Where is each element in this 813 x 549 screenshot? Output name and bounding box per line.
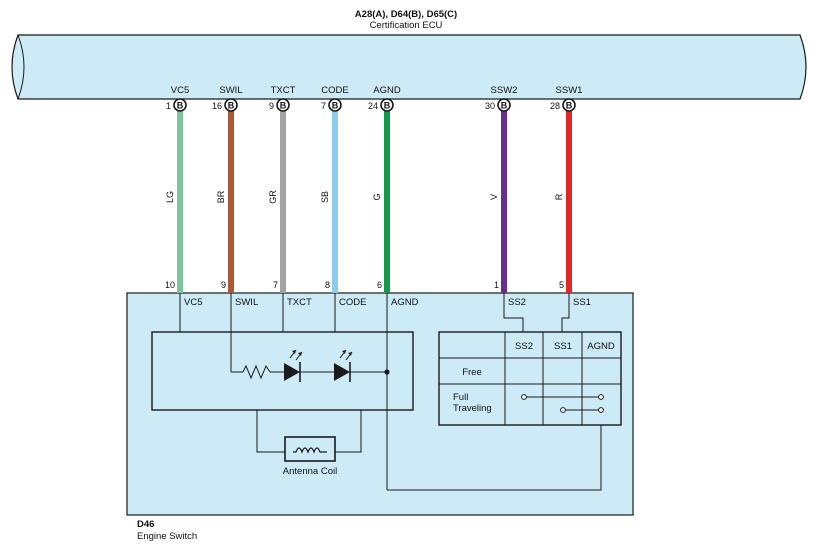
connector-letter-ssw1: B <box>566 101 573 111</box>
wire-code-txct: GR <box>268 190 278 204</box>
connector-letter-ssw2: B <box>501 101 508 111</box>
ecu-pin-code: 7 <box>321 101 326 111</box>
switch-terminal-swil: SWIL <box>235 297 258 308</box>
switch-connector-code: D46 <box>137 519 154 530</box>
connector-letter-agnd: B <box>384 101 391 111</box>
connector-marker-swil <box>224 98 238 112</box>
connector-letter-vc5: B <box>177 101 184 111</box>
ecu-terminal-agnd: AGND <box>373 85 401 96</box>
switch-pin-txct: 7 <box>273 280 278 290</box>
ecu-pin-txct: 9 <box>269 101 274 111</box>
connector-marker-agnd <box>380 98 394 112</box>
ecu-pin-ssw2: 30 <box>485 101 495 111</box>
ecu-terminal-code: CODE <box>321 85 348 96</box>
antenna-coil-label: Antenna Coil <box>283 466 337 477</box>
junction-dot <box>384 369 390 375</box>
ecu-body <box>11 34 807 100</box>
switch-contacts <box>521 394 604 413</box>
wire-code-agnd: G <box>372 193 382 200</box>
table-header-agnd: AGND <box>587 341 615 352</box>
switch-terminal-vc5: VC5 <box>184 297 202 308</box>
switch-pin-code: 8 <box>325 280 330 290</box>
wire-code-vc5: LG <box>165 191 175 203</box>
switch-terminal-ss2: SS2 <box>508 297 526 308</box>
switch-terminal-txct: TXCT <box>287 297 312 308</box>
antenna-coil-icon <box>293 447 327 454</box>
wire-code-ssw2: V <box>489 194 499 200</box>
connector-letter-swil: B <box>228 101 235 111</box>
ecu-body-curve-left <box>17 34 25 100</box>
ecu-pin-agnd: 24 <box>368 101 378 111</box>
ecu-terminal-vc5: VC5 <box>171 85 189 96</box>
ecu-terminal-swil: SWIL <box>219 85 242 96</box>
led-2 <box>334 349 353 382</box>
table-row-free: Free <box>462 367 482 378</box>
table-header-ss2: SS2 <box>515 341 533 352</box>
resistor <box>242 364 271 380</box>
ecu-connector-title: A28(A), D64(B), D65(C) <box>355 9 457 20</box>
switch-pin-ss1: 5 <box>559 280 564 290</box>
ecu-terminal-txct: TXCT <box>271 85 296 96</box>
switch-pin-ss2: 1 <box>494 280 499 290</box>
table-row-full-traveling: Full Traveling <box>453 392 492 414</box>
switch-terminal-ss1: SS1 <box>573 297 591 308</box>
connector-marker-ssw1 <box>562 98 576 112</box>
connector-letter-code: B <box>332 101 339 111</box>
connector-marker-code <box>328 98 342 112</box>
switch-pin-agnd: 6 <box>377 280 382 290</box>
switch-terminal-code: CODE <box>339 297 366 308</box>
switch-pin-vc5: 10 <box>165 280 175 290</box>
ecu-pin-ssw1: 28 <box>550 101 560 111</box>
switch-table <box>438 293 622 426</box>
wire-code-code: SB <box>320 191 330 203</box>
led-circuit-block <box>151 331 414 411</box>
connector-marker-vc5 <box>173 98 187 112</box>
ecu-terminal-ssw2: SSW2 <box>491 85 518 96</box>
connector-letter-txct: B <box>280 101 287 111</box>
ecu-terminal-ssw1: SSW1 <box>556 85 583 96</box>
ecu-pin-swil: 16 <box>212 101 222 111</box>
internal-leads <box>179 293 602 491</box>
wire-code-swil: BR <box>216 190 226 203</box>
led-1 <box>284 349 303 382</box>
switch-name: Engine Switch <box>137 531 197 542</box>
ecu-pin-vc5: 1 <box>166 101 171 111</box>
wire-code-ssw1: R <box>554 193 564 200</box>
switch-terminal-agnd: AGND <box>391 297 419 308</box>
switch-pin-swil: 9 <box>221 280 226 290</box>
connector-marker-ssw2 <box>497 98 511 112</box>
connector-marker-txct <box>276 98 290 112</box>
table-header-ss1: SS1 <box>554 341 572 352</box>
ecu-name: Certification ECU <box>370 20 443 31</box>
